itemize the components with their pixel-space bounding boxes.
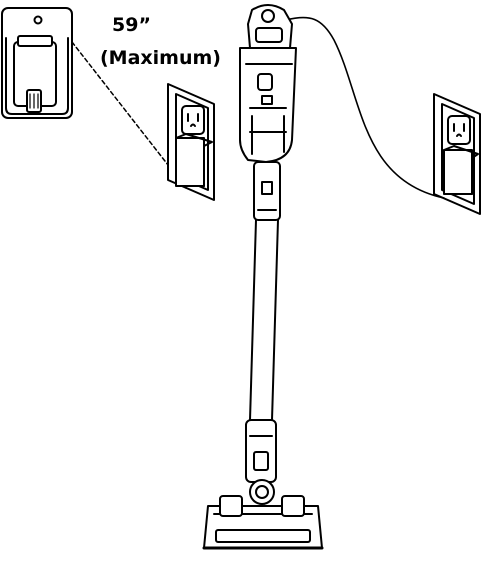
height-label: 59” — [112, 14, 151, 36]
wall-outlet-with-adapter — [167, 83, 215, 201]
wall-mount-dock — [1, 7, 73, 119]
charger-cable — [285, 16, 445, 199]
wall-outlet-with-charger — [433, 93, 481, 215]
stick-vacuum — [202, 4, 324, 550]
maximum-label: (Maximum) — [100, 47, 221, 69]
